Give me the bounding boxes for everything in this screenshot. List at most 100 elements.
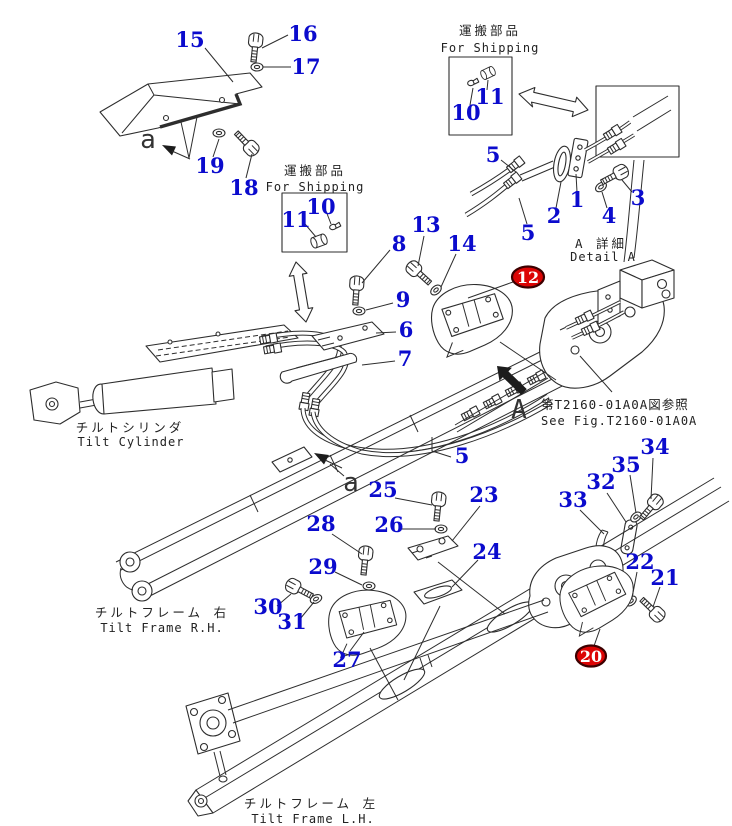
callout-28: 28 — [306, 511, 335, 536]
callout-6: 6 — [399, 317, 414, 342]
clamp-plate-1 — [567, 137, 589, 179]
washer-26 — [434, 524, 448, 534]
tilt-frame-lh-label-en: Tilt Frame L.H. — [251, 812, 374, 826]
callout-31: 31 — [277, 609, 306, 634]
callout-27: 27 — [332, 647, 361, 672]
callout-22: 22 — [625, 549, 654, 574]
callout-4: 4 — [602, 203, 617, 228]
transfer-arrow-horizontal — [518, 86, 589, 118]
callout-19: 19 — [195, 153, 224, 178]
callout-11: 11 — [281, 207, 310, 232]
callout-16: 16 — [288, 21, 317, 46]
tilt-frame-rh-drawing — [115, 345, 575, 602]
callout-14: 14 — [447, 231, 476, 256]
callout-30: 30 — [253, 594, 282, 619]
callout-8: 8 — [392, 231, 407, 256]
tilt-frame-lh-label-jp: チルトフレーム 左 — [244, 796, 378, 811]
callout-29: 29 — [308, 554, 337, 579]
callout-18: 18 — [229, 175, 258, 200]
tilt-frame-rh-label-jp: チルトフレーム 右 — [95, 605, 229, 620]
leader-lines — [204, 34, 661, 701]
washer-29 — [362, 581, 376, 591]
callout-5: 5 — [455, 443, 470, 468]
bolt-8 — [347, 274, 365, 306]
callout-33: 33 — [558, 487, 587, 512]
bolt-21 — [636, 593, 669, 626]
shipping-top-label-en: For Shipping — [441, 41, 540, 55]
washer-14 — [428, 282, 444, 298]
hose-fitting — [298, 391, 312, 412]
view-a-letter-top: a — [140, 125, 156, 155]
text-labels: 運搬部品 For Shipping 運搬部品 For Shipping A 詳細… — [76, 23, 697, 826]
callout-2: 2 — [547, 203, 562, 228]
cover-plate-7 — [279, 352, 358, 384]
bolt-16 — [245, 31, 265, 64]
callout-11: 11 — [475, 84, 504, 109]
callout-24: 24 — [472, 539, 501, 564]
callout-21: 21 — [650, 565, 679, 590]
view-a-arrow-mid — [314, 453, 343, 469]
callout-10: 10 — [306, 194, 335, 219]
washer-17 — [250, 62, 264, 72]
callout-7: 7 — [398, 346, 413, 371]
guard-plate-15-drawing — [99, 31, 265, 160]
callout-5: 5 — [486, 142, 501, 167]
callout-35: 35 — [611, 452, 640, 477]
callout-32: 32 — [586, 469, 615, 494]
plate-24 — [413, 579, 463, 605]
detail-a-label-jp: A 詳細 — [575, 236, 627, 251]
callout-15: 15 — [175, 27, 204, 52]
see-fig-label-en: See Fig.T2160-01A0A — [541, 414, 697, 428]
shipping-top-label-jp: 運搬部品 — [459, 23, 521, 38]
hose-clamp-group — [258, 257, 554, 458]
callout-numbers: 15 16 17 19 18 10 11 5 5 2 1 4 3 11 10 1… — [175, 21, 679, 672]
detail-a-label-en: Detail A — [570, 250, 636, 264]
tilt-cylinder-label-jp: チルトシリンダ — [76, 420, 185, 435]
plate-23 — [407, 535, 459, 561]
red-callout-20: 20 — [580, 647, 602, 666]
view-a-arrow-top — [162, 145, 176, 156]
washer-19 — [212, 128, 226, 138]
red-callout-12: 12 — [517, 268, 539, 287]
view-a-letter-mid: a — [343, 468, 359, 498]
shipping-left-label-jp: 運搬部品 — [284, 163, 346, 178]
red-callouts: 12 20 — [510, 265, 608, 668]
hose-ends-box — [595, 85, 680, 158]
view-A-arrow — [497, 366, 527, 395]
callout-3: 3 — [631, 185, 646, 210]
callout-23: 23 — [469, 482, 498, 507]
bolt-28 — [355, 544, 375, 577]
shipping-box-top — [448, 56, 513, 136]
callout-1: 1 — [570, 187, 585, 212]
bracket-12 — [427, 279, 518, 359]
washer-9 — [352, 306, 366, 316]
transfer-arrow-vertical — [288, 261, 314, 323]
callout-13: 13 — [411, 212, 440, 237]
hose-fitting — [460, 405, 481, 423]
tilt-frame-rh-label-en: Tilt Frame R.H. — [100, 621, 223, 635]
shipping-left-label-en: For Shipping — [266, 180, 365, 194]
shipping-box-left — [281, 192, 348, 253]
callout-25: 25 — [368, 477, 397, 502]
callout-26: 26 — [374, 512, 403, 537]
callout-10: 10 — [451, 100, 480, 125]
clamp-6 — [311, 321, 385, 351]
tilt-frame-lh-drawing — [185, 477, 730, 817]
hose-fitting — [505, 155, 526, 175]
red-callout-12-oval — [510, 265, 546, 289]
tilt-cylinder-drawing — [29, 324, 299, 425]
callout-9: 9 — [396, 287, 411, 312]
bolt-18 — [230, 127, 263, 160]
see-fig-label-jp: 第T2160-01A0A図参照 — [541, 397, 689, 412]
callout-17: 17 — [291, 54, 320, 79]
callout-5: 5 — [521, 220, 536, 245]
callout-34: 34 — [640, 434, 669, 459]
view-A-letter: A — [511, 395, 527, 425]
red-callout-20-oval — [574, 644, 608, 668]
detail-a-assembly — [464, 95, 672, 218]
lower-fastener-group — [282, 490, 463, 606]
plate-32 — [620, 519, 638, 555]
frame-head-drawing — [454, 159, 675, 433]
